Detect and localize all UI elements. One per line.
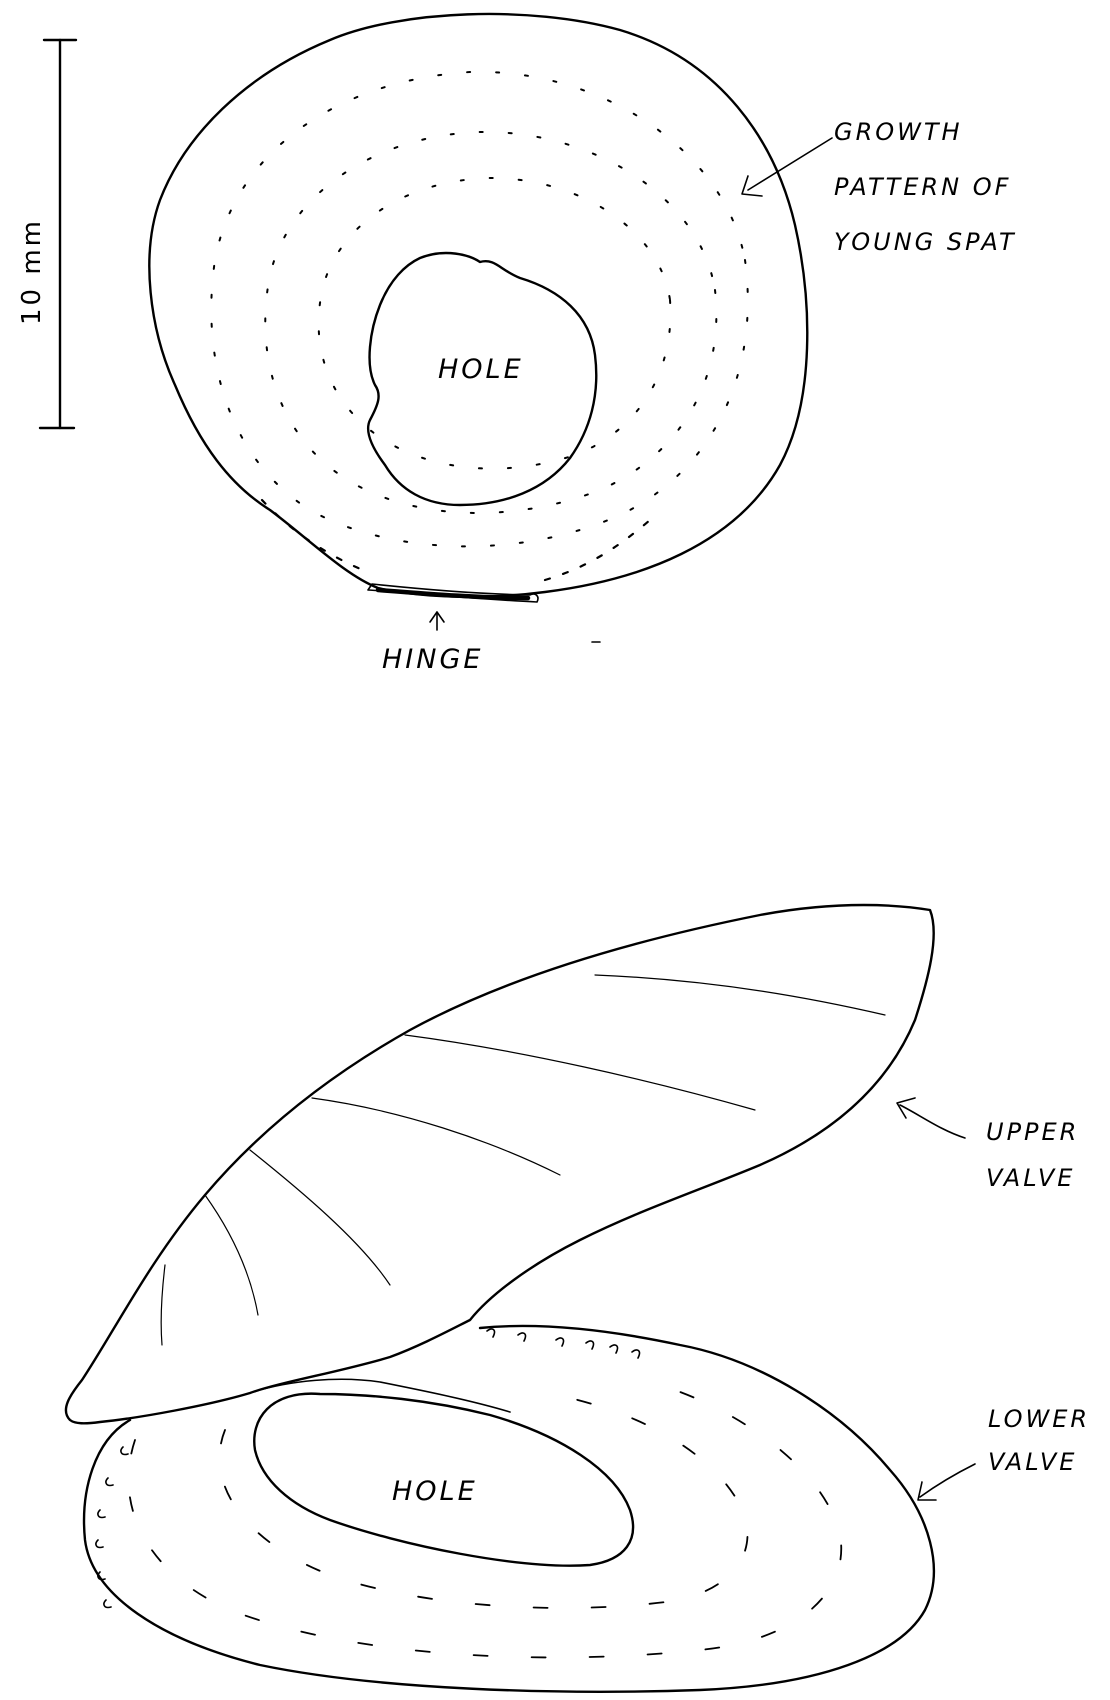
growth-ring-outer: [211, 72, 748, 546]
lower-growth-ring-inner: [220, 1398, 748, 1608]
growth-edge-right: [545, 520, 650, 580]
growth-label-line-2: PATTERN OF: [834, 173, 1011, 201]
scale-bar-label: 10 mm: [17, 218, 47, 325]
growth-ring-inner: [319, 178, 671, 469]
growth-label-line-1: GROWTH: [834, 118, 963, 146]
lower-growth-hooks-left: [96, 1447, 128, 1607]
upper-valve-outline: [66, 905, 934, 1423]
upper-valve-label-line-1: UPPER: [986, 1118, 1079, 1146]
lower-growth-ring-outer: [129, 1385, 842, 1657]
top-hole-label: HOLE: [438, 354, 524, 385]
upper-growth-line-5: [405, 1035, 755, 1110]
lower-valve-pointer-line: [920, 1464, 975, 1497]
lower-valve-annotation: LOWER VALVE: [918, 1405, 1090, 1500]
hinge-label: HINGE: [382, 644, 483, 675]
upper-growth-line-2: [205, 1195, 258, 1315]
upper-growth-line-4: [312, 1098, 560, 1175]
growth-label-line-3: YOUNG SPAT: [834, 228, 1017, 256]
upper-valve-annotation: UPPER VALVE: [897, 1098, 1079, 1192]
top-view-shell: HOLE HINGE GROWTH PATTERN OF YOUNG SPAT: [149, 14, 1016, 675]
upper-growth-line-6: [595, 975, 885, 1015]
lower-hole-label: HOLE: [392, 1476, 478, 1507]
scale-bar: 10 mm: [17, 40, 76, 428]
lower-valve-label-line-2: VALVE: [988, 1448, 1077, 1476]
growth-pointer-line: [748, 138, 832, 190]
growth-ring-middle: [265, 132, 716, 513]
top-shell-outline: [149, 14, 807, 597]
lower-valve-outline: [84, 1326, 934, 1692]
upper-growth-line-1: [161, 1265, 165, 1345]
side-view-shell: HOLE UPPER VALVE LOWER VALVE: [66, 905, 1090, 1692]
upper-valve-label-line-2: VALVE: [986, 1164, 1075, 1192]
growth-pointer-head: [742, 176, 762, 196]
upper-valve-pointer-line: [900, 1105, 965, 1138]
lower-valve-label-line-1: LOWER: [988, 1405, 1090, 1433]
upper-growth-line-3: [250, 1150, 390, 1285]
growth-edge-left: [262, 500, 370, 573]
